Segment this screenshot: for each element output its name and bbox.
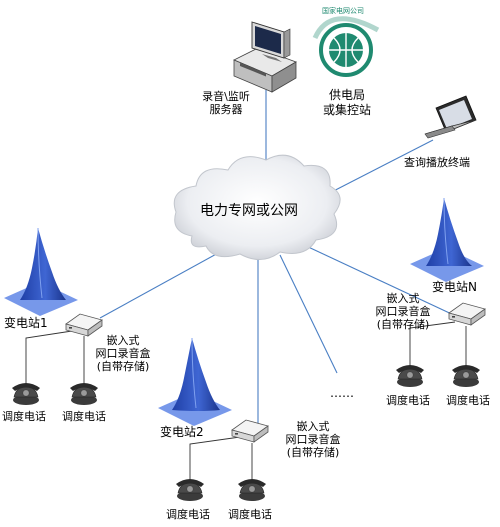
station-1-box-line1: 嵌入式 [106, 334, 140, 347]
substation-1-icon [4, 227, 78, 316]
state-grid-logo: 国家电网公司 [306, 6, 386, 88]
station-n-box-label: 嵌入式 网口录音盒 (自带存储) [368, 292, 438, 331]
station-2-box-label: 嵌入式 网口录音盒 (自带存储) [278, 420, 348, 459]
station-2-box-line3: (自带存储) [286, 446, 340, 459]
station-1-box-line3: (自带存储) [96, 360, 150, 373]
substation-n-icon [410, 197, 484, 282]
terminal-label: 查询播放终端 [404, 156, 470, 169]
station-1-phone2-label: 调度电话 [62, 410, 106, 423]
station-n-box-line1: 嵌入式 [386, 292, 420, 305]
server-label: 录音\监听 服务器 [198, 90, 254, 116]
station-1-box-label: 嵌入式 网口录音盒 (自带存储) [88, 334, 158, 373]
station-2-box-line1: 嵌入式 [296, 420, 330, 433]
bureau-label-line1: 供电局 [328, 88, 365, 102]
bureau-label: 供电局 或集控站 [312, 88, 382, 118]
phone-2b-icon [237, 478, 267, 502]
phone-2a-icon [175, 478, 205, 502]
link-stationN [303, 244, 459, 318]
link-station1 [99, 251, 221, 319]
station-1-phone1-label: 调度电话 [2, 410, 46, 423]
station-n-box-line3: (自带存储) [376, 318, 430, 331]
phone-1b-icon [69, 382, 99, 406]
station-1-name: 变电站1 [4, 316, 48, 330]
station-2-name: 变电站2 [160, 425, 204, 439]
station-n-phone2-label: 调度电话 [446, 394, 490, 407]
bureau-label-line2: 或集控站 [322, 103, 371, 117]
phone-wiring [25, 321, 467, 480]
server-label-line1: 录音\监听 [202, 90, 250, 103]
cloud-label: 电力专网或公网 [200, 203, 298, 219]
logo-top-text: 国家电网公司 [322, 6, 364, 15]
substation-2-icon [158, 337, 232, 426]
phone-1a-icon [11, 382, 41, 406]
server-icon [233, 21, 297, 93]
station-2-box-line2: 网口录音盒 [285, 433, 341, 446]
station-n-box-line2: 网口录音盒 [375, 305, 431, 318]
station-1-box-line2: 网口录音盒 [95, 347, 151, 360]
station-n-phone1-label: 调度电话 [386, 394, 430, 407]
network-cloud [173, 154, 341, 260]
recorder-box-1-icon [65, 313, 103, 337]
phone-na-icon [395, 364, 425, 388]
station-n-name: 变电站N [432, 280, 477, 294]
laptop-icon [424, 95, 477, 139]
network-links [99, 90, 459, 425]
station-2-phone1-label: 调度电话 [166, 508, 210, 521]
station-2-phone2-label: 调度电话 [228, 508, 272, 521]
phone-nb-icon [451, 364, 481, 388]
more-stations-ellipsis: …… [330, 386, 354, 400]
server-label-line2: 服务器 [209, 103, 243, 116]
recorder-box-2-icon [231, 419, 269, 443]
link-station3 [279, 254, 338, 374]
